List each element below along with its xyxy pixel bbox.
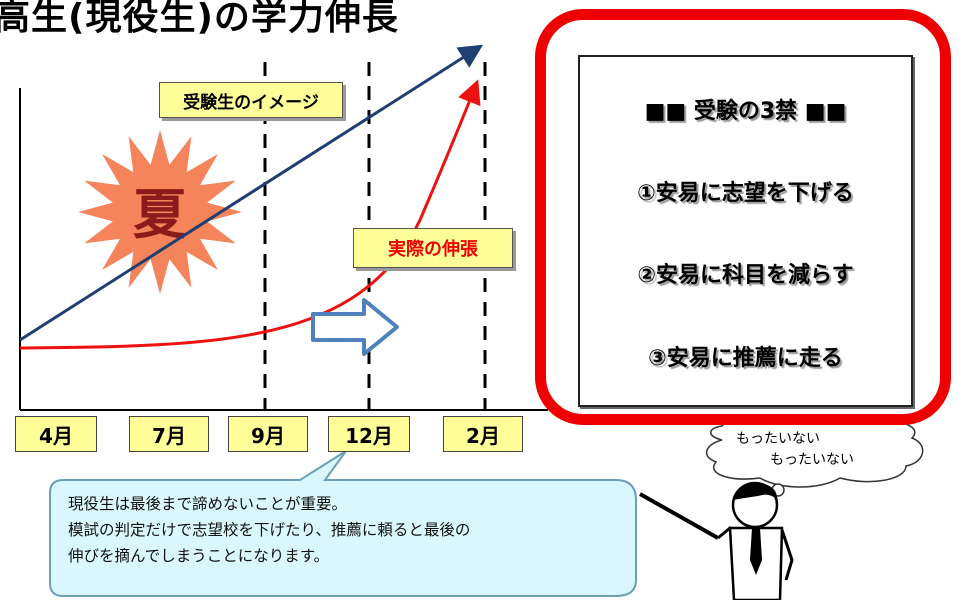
rules-panel: ■■ 受験の3禁 ■■ ①安易に志望を下げる ②安易に科目を減らす ③安易に推薦… [578,55,913,407]
month-label-2: 2月 [443,416,523,452]
rule-item: ①安易に志望を下げる [637,181,854,206]
expected-growth-line [19,44,484,342]
right-arrow-icon [311,298,399,356]
callout-line: 伸びを摘んでしまうことになります。 [68,547,330,565]
month-label-4: 4月 [15,416,97,452]
thought-line-2: もったいない [770,452,854,468]
expected-curve-label: 受験生のイメージ [159,82,343,118]
month-label-9: 9月 [228,416,308,452]
callout-bubble [49,450,637,597]
summer-label: 夏 [133,183,188,246]
sun-icon: 夏 [78,130,242,294]
rule-item: ③安易に推薦に走る [648,346,843,371]
month-label-7: 7月 [129,416,209,452]
callout-line: 現役生は最後まで諦めないことが重要。 [68,495,348,513]
actual-curve-label: 実際の伸張 [353,228,513,268]
rules-heading: ■■ 受験の3禁 ■■ [644,99,847,124]
page-title: 高生(現役生)の学力伸長 [0,0,399,38]
callout-text: 現役生は最後まで諦めないことが重要。 模試の判定だけで志望校を下げたり、推薦に頼… [68,491,608,569]
rule-item: ②安易に科目を減らす [637,263,854,288]
teacher-icon [639,481,794,600]
thought-line-1: もったいない [736,431,820,447]
actual-growth-curve [19,79,481,350]
callout-line: 模試の判定だけで志望校を下げたり、推薦に頼ると最後の [68,521,471,539]
month-label-12: 12月 [328,416,410,452]
